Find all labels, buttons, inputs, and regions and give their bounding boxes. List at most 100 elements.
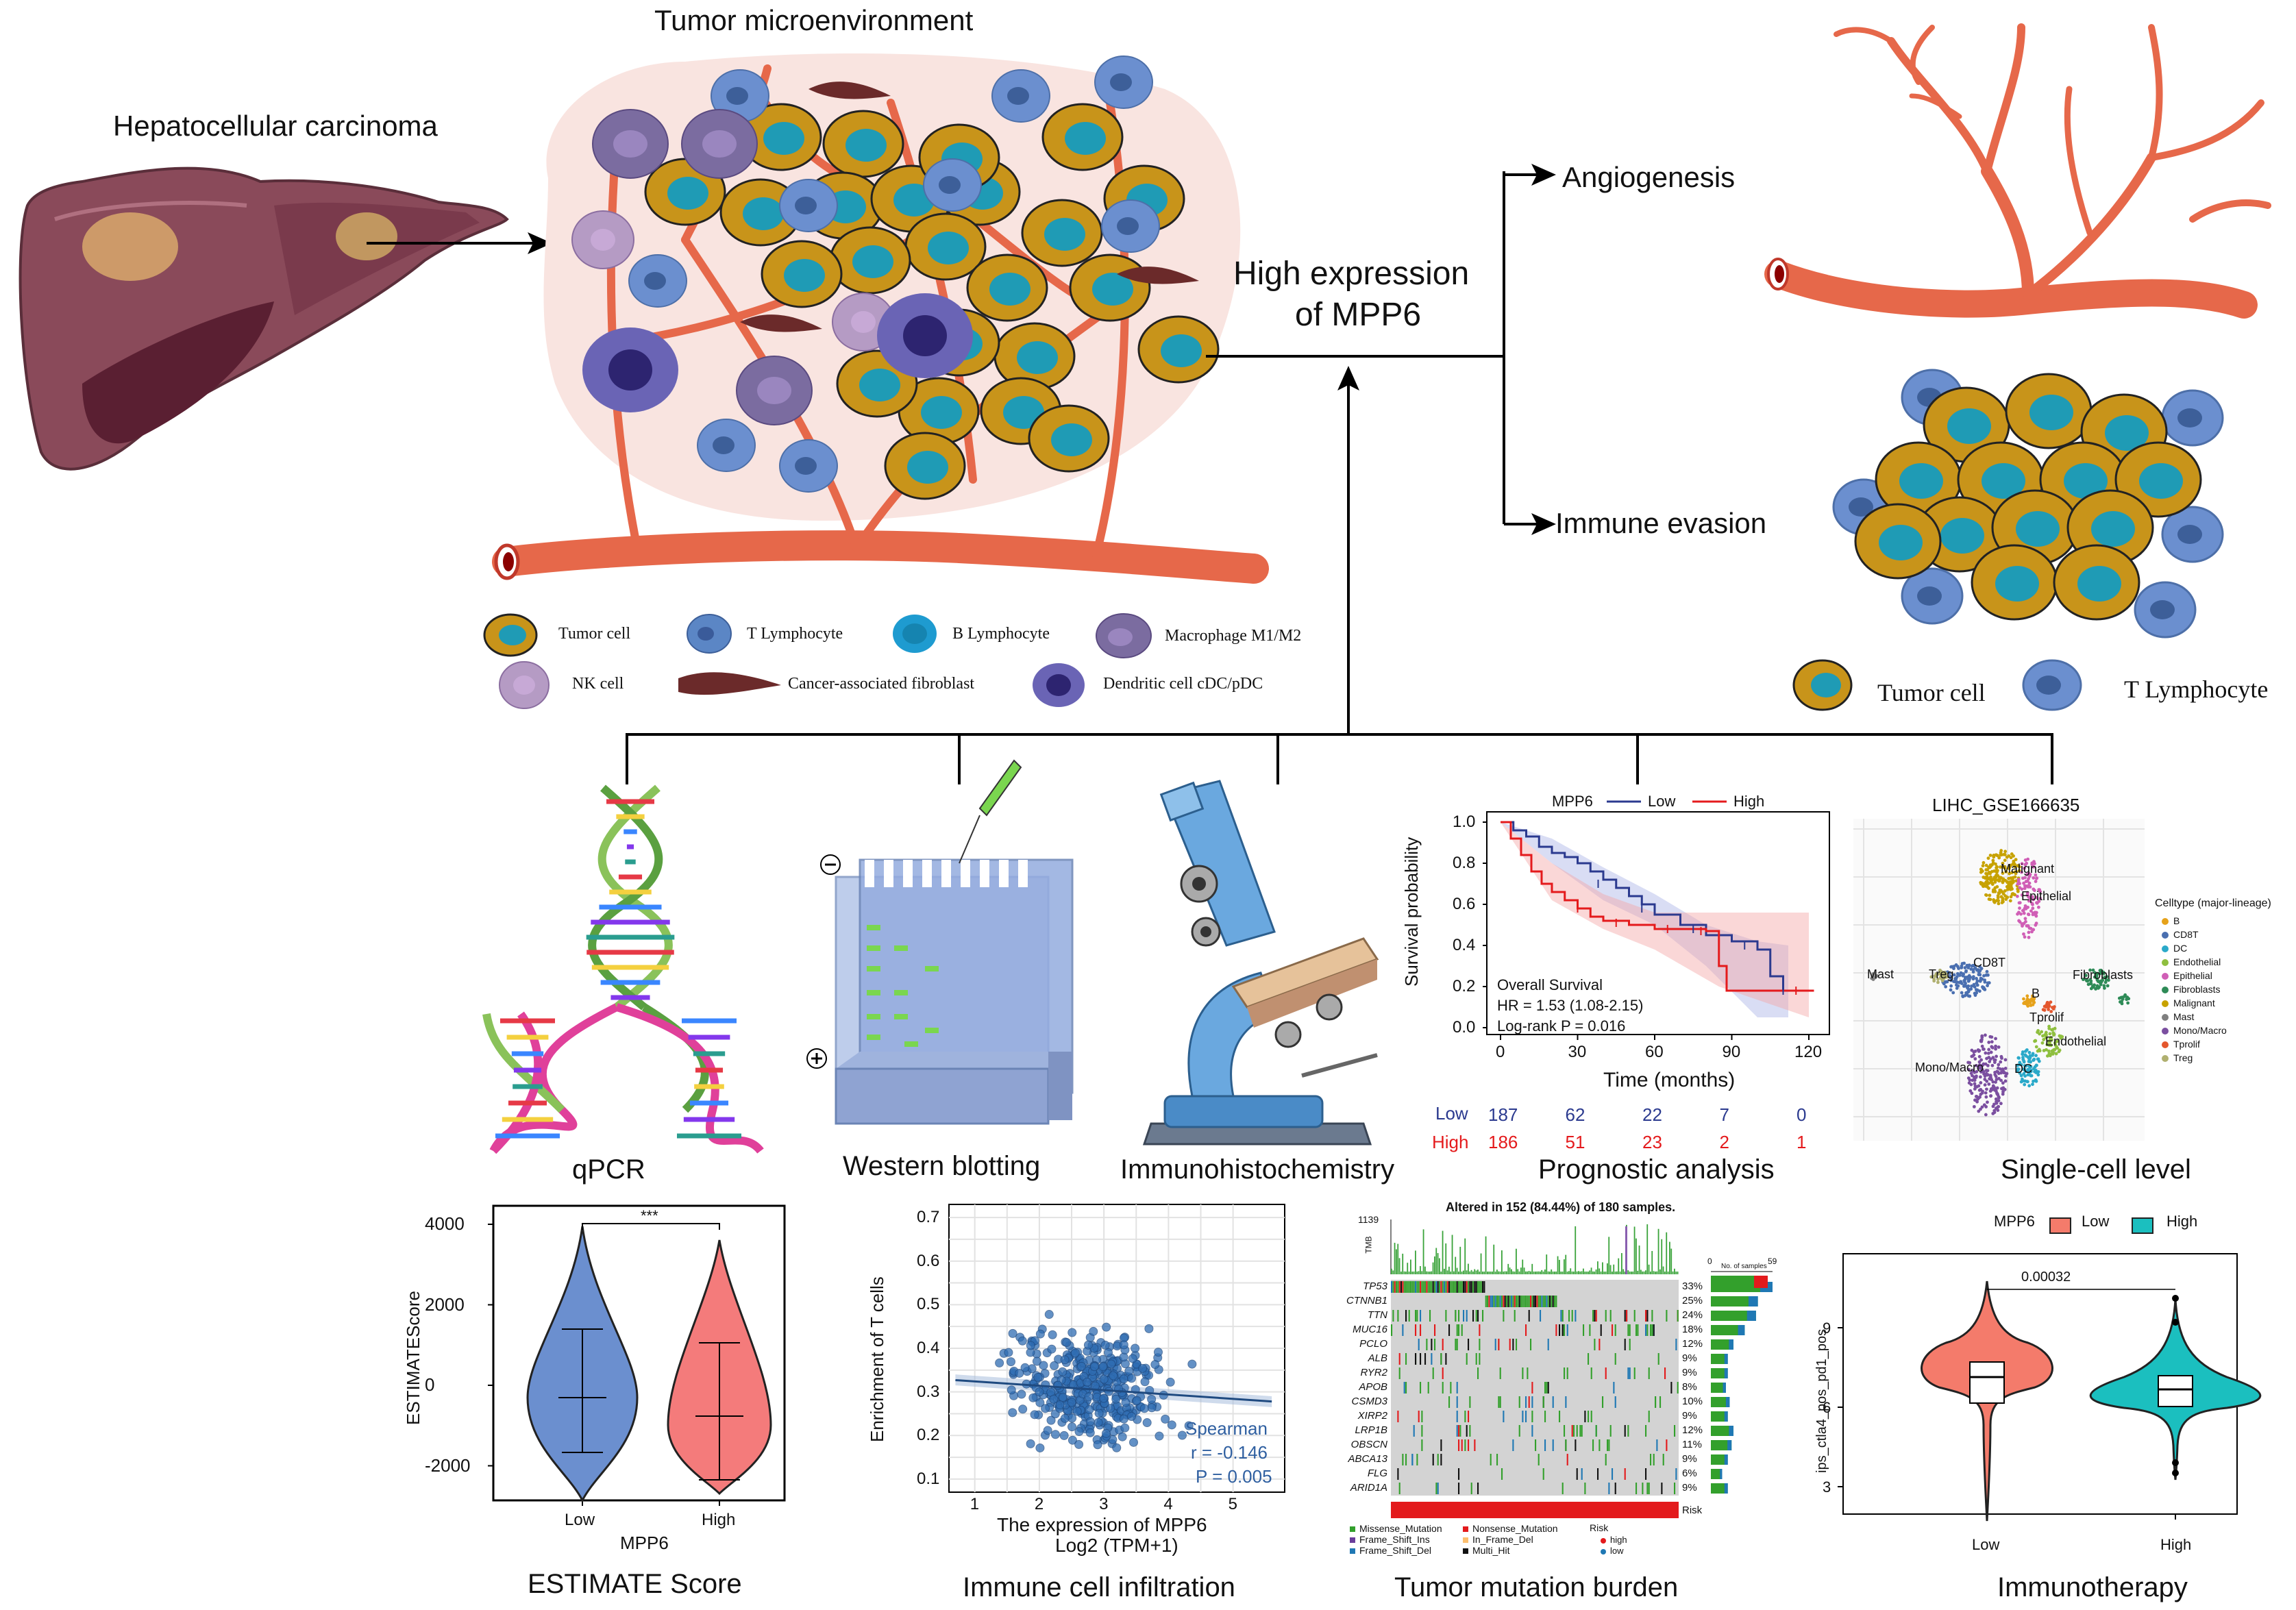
onco-mutation-cell: [1522, 1296, 1524, 1307]
umap-point: [2023, 917, 2027, 921]
onco-mutation-cell: [1402, 1454, 1404, 1465]
onco-mutation-cell: [1520, 1296, 1522, 1307]
onco-mutation-cell: [1405, 1281, 1407, 1293]
umap-point: [1992, 876, 1997, 880]
tumor-cell-nucleus: [859, 369, 900, 401]
onco-risk-low-label: low: [1610, 1546, 1624, 1556]
km-risk-high-value: 2: [1719, 1132, 1729, 1152]
onco-tmb-bar: [1581, 1271, 1583, 1274]
umap-point: [1984, 863, 1988, 867]
scatter-point: [1062, 1338, 1072, 1348]
onco-mutation-cell: [1426, 1339, 1428, 1350]
onco-tmb-bar: [1542, 1271, 1544, 1274]
onco-tmb-bar: [1391, 1268, 1392, 1274]
umap-point: [2034, 914, 2038, 918]
onco-mutation-cell: [1547, 1339, 1549, 1350]
onco-mutation-cell: [1518, 1425, 1520, 1437]
scatter-point: [1119, 1340, 1128, 1350]
umap-point: [1960, 991, 1964, 995]
umap-point: [1987, 897, 1991, 901]
umap-point: [2027, 874, 2032, 878]
legend-t-lymph: T Lymphocyte: [747, 625, 843, 643]
onco-mutation-cell: [1458, 1439, 1460, 1451]
umap-point: [2038, 896, 2042, 900]
onco-mutation-cell: [1420, 1324, 1422, 1336]
onco-gene-label: MUC16: [1353, 1324, 1387, 1335]
km-risk-low-value: 22: [1642, 1104, 1662, 1125]
onco-pct-label: 10%: [1682, 1396, 1703, 1407]
km-risk-low-label: Low: [1435, 1103, 1468, 1124]
scatter-point: [1039, 1361, 1048, 1370]
umap-cluster-label: Endothelial: [2045, 1035, 2107, 1048]
umap-point: [1969, 1072, 1973, 1075]
umap-point: [2023, 935, 2027, 939]
scatter-point: [1119, 1374, 1128, 1384]
umap-point: [2035, 876, 2039, 880]
umap-point: [1987, 1056, 1991, 1059]
onco-mutation-cell: [1453, 1281, 1455, 1293]
scatter-point: [1026, 1341, 1035, 1350]
umap-legend-dot: [2162, 945, 2169, 952]
right-legend-icons: [1792, 659, 2082, 711]
onco-mutation-cell: [1415, 1324, 1417, 1336]
scatter-point: [1067, 1435, 1077, 1445]
onco-legend-swatch: [1350, 1526, 1355, 1532]
onco-tmb-bar: [1650, 1271, 1651, 1274]
umap-point: [2030, 861, 2034, 865]
onco-tmb-bar: [1609, 1265, 1612, 1274]
onco-mutation-cell: [1437, 1483, 1439, 1494]
umap-point: [2097, 986, 2100, 990]
umap-point: [2030, 895, 2034, 899]
umap-point: [1975, 1069, 1979, 1074]
right-legend-t: T Lymphocyte: [2124, 676, 2269, 703]
onco-mutation-cell: [1492, 1296, 1494, 1307]
onco-mutation-cell: [1629, 1339, 1631, 1350]
est-xtick-label: Low: [565, 1511, 595, 1529]
scatter-point: [1018, 1404, 1028, 1414]
onco-mutation-cell: [1448, 1281, 1451, 1293]
umap-point: [1932, 979, 1936, 983]
nk-cell-nucleus: [591, 229, 615, 251]
km-curve-low: [1501, 821, 1809, 992]
onco-tmb-bar: [1655, 1271, 1656, 1274]
umap-point: [2004, 897, 2008, 901]
umap-point: [2026, 905, 2030, 909]
onco-gene-label: ARID1A: [1350, 1482, 1387, 1494]
onco-pct-label: 12%: [1682, 1424, 1703, 1436]
onco-tmb-bar: [1444, 1268, 1445, 1274]
onco-mutation-cell: [1464, 1411, 1466, 1422]
onco-mutation-cell: [1551, 1296, 1553, 1307]
onco-mutation-cell: [1420, 1382, 1422, 1394]
onco-mutation-cell: [1440, 1281, 1442, 1293]
umap-point: [2003, 858, 2007, 863]
onco-freq-bar: [1711, 1368, 1728, 1378]
umap-point: [1997, 1095, 2001, 1100]
onco-tmb-bar: [1540, 1272, 1541, 1274]
onco-tmb-bar: [1675, 1271, 1677, 1274]
umap-point: [2034, 895, 2038, 900]
onco-mutation-cell: [1657, 1353, 1659, 1365]
onco-tmb-bar: [1559, 1259, 1560, 1274]
onco-mutation-cell: [1651, 1324, 1653, 1336]
umap-point: [1870, 976, 1874, 980]
umap-point: [1999, 889, 2003, 893]
onco-tmb-bar: [1561, 1272, 1564, 1274]
onco-tmb-bar: [1557, 1256, 1559, 1274]
umap-point: [2025, 884, 2028, 888]
onco-mutation-cell: [1405, 1310, 1407, 1322]
umap-point: [1945, 975, 1949, 979]
km-xtick-label: 120: [1794, 1043, 1823, 1061]
scatter-point: [1150, 1360, 1160, 1370]
scatter-point: [1140, 1377, 1150, 1387]
tumor-cell-nucleus: [1051, 423, 1092, 456]
onco-freq-bar: [1711, 1383, 1726, 1393]
onco-mutation-cell: [1485, 1296, 1487, 1307]
tme-illustration: [492, 53, 1269, 584]
onco-mutation-cell: [1560, 1310, 1562, 1322]
umap-point: [1956, 984, 1960, 988]
onco-mutation-cell: [1535, 1439, 1537, 1451]
onco-mutation-cell: [1612, 1468, 1614, 1480]
scatter-point: [1155, 1431, 1164, 1441]
umap-point: [1995, 865, 1999, 869]
